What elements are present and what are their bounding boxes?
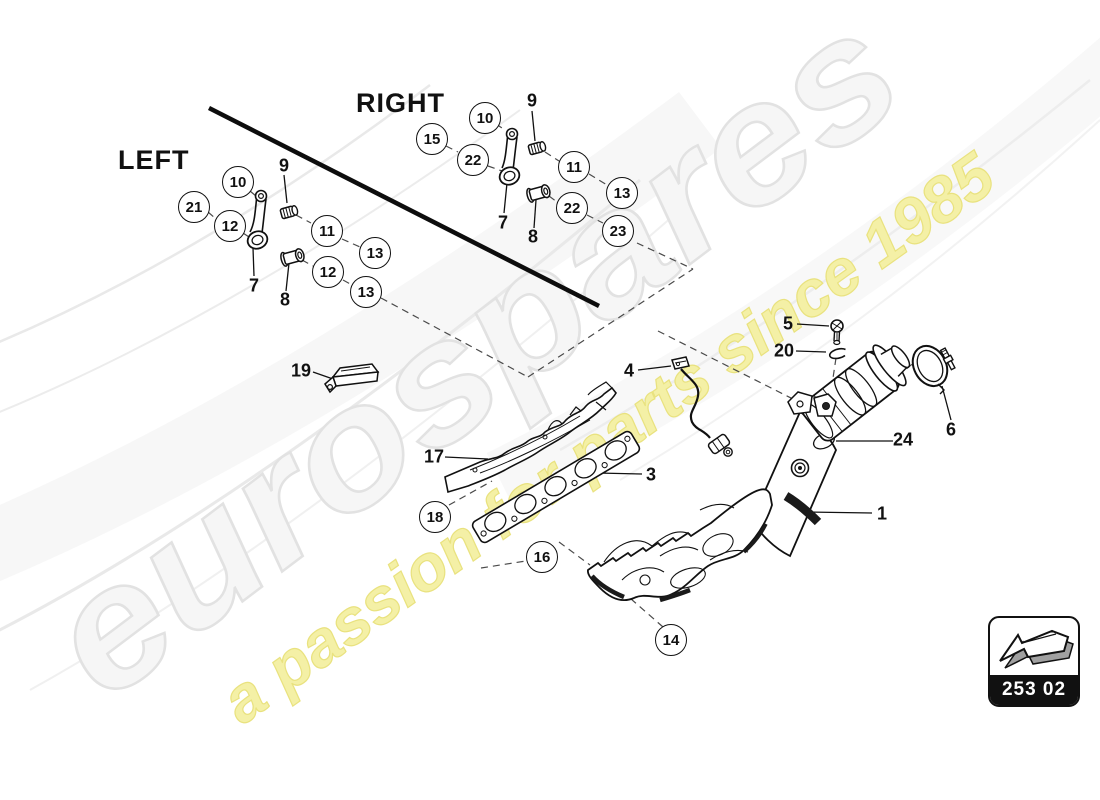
label-19[interactable]: 19: [290, 360, 312, 381]
callout-15[interactable]: 15: [416, 123, 448, 155]
downpipe-mounting-lugs: [787, 391, 837, 417]
manifold-gasket-3-drawing: [471, 430, 641, 544]
bracket-19-drawing: [324, 363, 380, 394]
callout-12-left-b[interactable]: 12: [312, 256, 344, 288]
label-24[interactable]: 24: [892, 429, 914, 450]
callout-16[interactable]: 16: [526, 541, 558, 573]
exhaust-manifold-drawing: [587, 488, 773, 603]
callout-13-left-b[interactable]: 13: [350, 276, 382, 308]
callout-18[interactable]: 18: [419, 501, 451, 533]
3d-arrow-icon: [999, 629, 1074, 669]
right-bank-fasteners-drawing: [498, 127, 551, 203]
label-7-right[interactable]: 7: [497, 212, 509, 233]
callout-13-left-a[interactable]: 13: [359, 237, 391, 269]
callout-10-right[interactable]: 10: [469, 102, 501, 134]
label-20[interactable]: 20: [773, 340, 795, 361]
left-right-divider-line: [207, 105, 601, 309]
part-code-text: 253 02: [990, 675, 1078, 705]
label-3[interactable]: 3: [645, 464, 657, 485]
callout-11-right[interactable]: 11: [558, 151, 590, 183]
callout-21[interactable]: 21: [178, 191, 210, 223]
label-leader-lines: [252, 110, 952, 514]
callout-23[interactable]: 23: [602, 215, 634, 247]
label-8-right[interactable]: 8: [527, 226, 539, 247]
label-4[interactable]: 4: [623, 360, 635, 381]
callout-22-right-a[interactable]: 22: [457, 144, 489, 176]
clamp-6-drawing: [911, 344, 956, 395]
callout-12-left-a[interactable]: 12: [214, 210, 246, 242]
label-8-left[interactable]: 8: [279, 289, 291, 310]
label-5[interactable]: 5: [782, 313, 794, 334]
section-label-right: RIGHT: [356, 88, 445, 118]
label-7-left[interactable]: 7: [248, 275, 260, 296]
callout-14[interactable]: 14: [655, 624, 687, 656]
label-1[interactable]: 1: [876, 503, 888, 524]
heat-shield-17-drawing: [444, 381, 617, 494]
oxygen-sensor-4-drawing: [671, 356, 733, 457]
section-label-left: LEFT: [118, 145, 190, 175]
callout-11-left[interactable]: 11: [311, 215, 343, 247]
catalytic-converter-1-drawing: [800, 344, 911, 442]
bolt-5-drawing: [830, 319, 844, 346]
part-code-badge[interactable]: 253 02: [988, 616, 1080, 707]
callout-22-right-b[interactable]: 22: [556, 192, 588, 224]
callout-13-right[interactable]: 13: [606, 177, 638, 209]
left-bank-fasteners-drawing: [246, 189, 305, 267]
callout-10-left[interactable]: 10: [222, 166, 254, 198]
label-9-left[interactable]: 9: [278, 155, 290, 176]
washer-20-drawing: [828, 347, 846, 360]
label-9-right[interactable]: 9: [526, 90, 538, 111]
label-6[interactable]: 6: [945, 419, 957, 440]
label-17[interactable]: 17: [423, 446, 445, 467]
badge-arrow-art: [990, 618, 1078, 675]
